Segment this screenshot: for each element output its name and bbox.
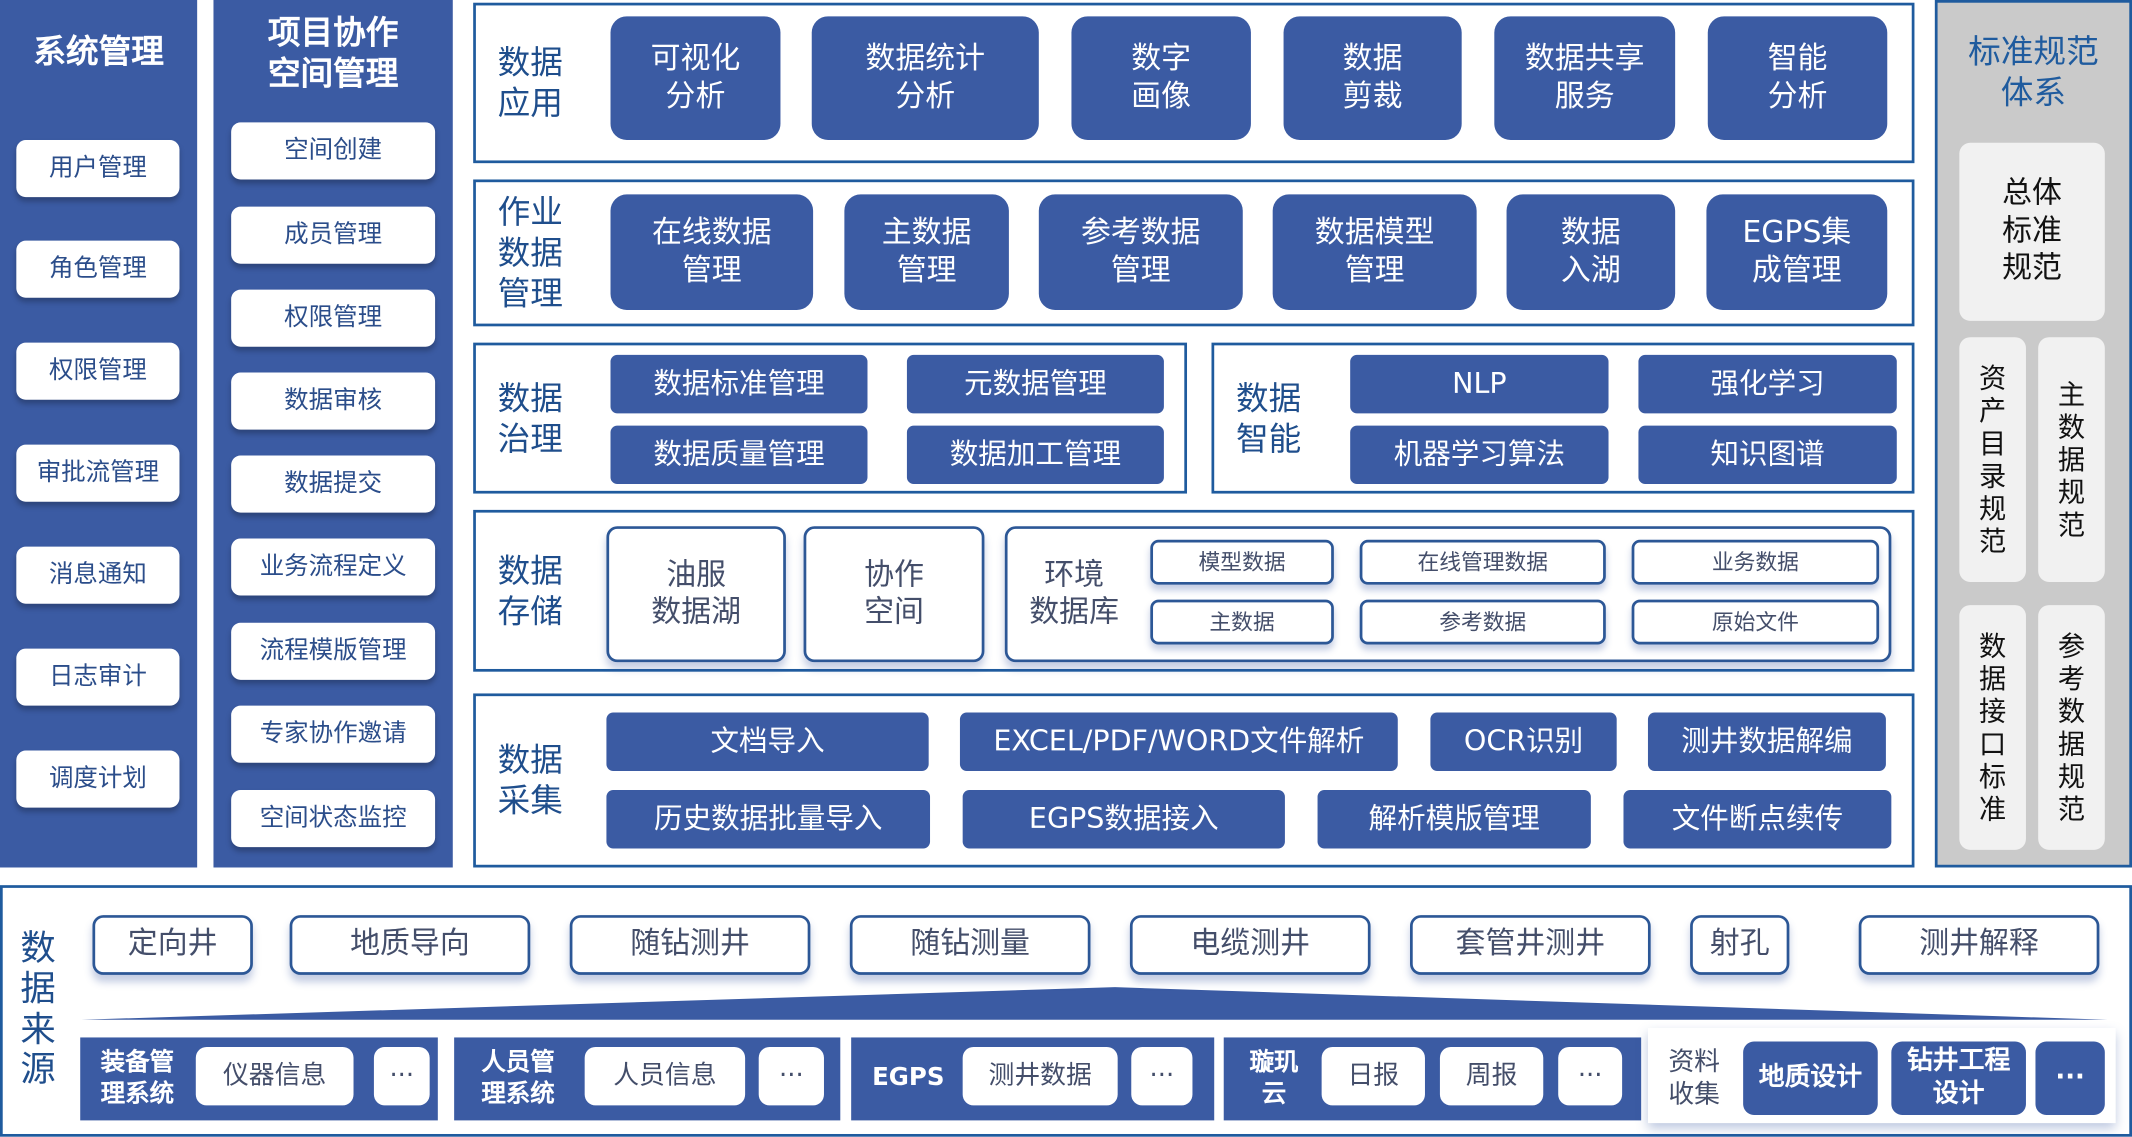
intelligence-button[interactable]: 知识图谱 — [1638, 425, 1897, 485]
standard-item[interactable]: 数 据 接 口 标 准 — [1959, 605, 2026, 850]
panel-title: 项目协作 空间管理 — [267, 13, 399, 93]
source-item[interactable]: 随钻测井 — [569, 915, 811, 975]
space-item[interactable]: 权限管理 — [231, 289, 436, 347]
source-group-label: 人员管 理系统 — [481, 1048, 555, 1108]
standard-item[interactable]: 参 考 数 据 规 范 — [2038, 605, 2105, 850]
intelligence-button[interactable]: 强化学习 — [1638, 354, 1897, 414]
standard-item[interactable]: 主 数 据 规 范 — [2038, 337, 2105, 582]
space-item[interactable]: 空间状态监控 — [231, 789, 436, 848]
source-group-item[interactable]: 测井数据 — [962, 1046, 1118, 1106]
job-data-button[interactable]: EGPS集 成管理 — [1706, 194, 1888, 311]
job-data-button[interactable]: 数据 入湖 — [1506, 194, 1676, 311]
data-app-button[interactable]: 数据统计 分析 — [811, 16, 1039, 141]
intelligence-button[interactable]: 机器学习算法 — [1350, 425, 1609, 485]
more-button[interactable]: ··· — [2035, 1041, 2105, 1115]
envdb-item[interactable]: 原始文件 — [1631, 599, 1880, 645]
overall-standard[interactable]: 总体 标准 规范 — [1959, 142, 2105, 321]
source-group-item[interactable]: 地质设计 — [1743, 1041, 1878, 1115]
environment-database-label: 环境 数据库 — [1029, 558, 1120, 630]
collaboration-space[interactable]: 协作 空间 — [803, 526, 985, 663]
job-data-button[interactable]: 主数据 管理 — [844, 194, 1009, 311]
data-app-button[interactable]: 智能 分析 — [1707, 16, 1888, 141]
space-item[interactable]: 空间创建 — [231, 122, 436, 180]
envdb-item[interactable]: 参考数据 — [1359, 599, 1606, 645]
space-item[interactable]: 业务流程定义 — [231, 538, 436, 596]
source-item[interactable]: 随钻测量 — [849, 915, 1091, 975]
collection-button[interactable]: EGPS数据接入 — [962, 789, 1285, 849]
collection-button[interactable]: 文件断点续传 — [1623, 789, 1892, 849]
section-label: 数据 采集 — [497, 741, 563, 820]
collection-button[interactable]: 解析模版管理 — [1317, 789, 1591, 849]
job-data-button[interactable]: 参考数据 管理 — [1038, 194, 1243, 311]
oil-service-data-lake[interactable]: 油服 数据湖 — [606, 526, 786, 663]
collection-button[interactable]: 文档导入 — [606, 712, 929, 771]
intelligence-button[interactable]: NLP — [1350, 354, 1609, 414]
wedge-shape — [81, 987, 2108, 1020]
standard-item[interactable]: 资 产 目 录 规 范 — [1959, 337, 2026, 582]
more-button[interactable]: ··· — [758, 1046, 824, 1106]
section-label: 数据 应用 — [497, 43, 563, 123]
more-button[interactable]: ··· — [1131, 1046, 1193, 1106]
envdb-item[interactable]: 业务数据 — [1631, 539, 1880, 585]
space-item[interactable]: 成员管理 — [231, 206, 436, 264]
space-item[interactable]: 流程模版管理 — [231, 622, 436, 680]
data-app-button[interactable]: 可视化 分析 — [610, 16, 781, 141]
collection-button[interactable]: 测井数据解编 — [1647, 712, 1886, 771]
data-app-button[interactable]: 数字 画像 — [1071, 16, 1251, 141]
section-label: 数据 智能 — [1235, 378, 1302, 458]
data-app-button[interactable]: 数据 剪裁 — [1283, 16, 1462, 141]
more-button[interactable]: ··· — [1558, 1046, 1623, 1106]
source-group-item[interactable]: 人员信息 — [584, 1046, 746, 1106]
job-data-button[interactable]: 在线数据 管理 — [610, 194, 814, 311]
collection-button[interactable]: OCR识别 — [1430, 712, 1617, 771]
sidebar-item[interactable]: 日志审计 — [16, 648, 180, 706]
source-item[interactable]: 射孔 — [1690, 915, 1790, 975]
source-item[interactable]: 定向井 — [92, 915, 253, 975]
collection-button[interactable]: 历史数据批量导入 — [606, 789, 931, 849]
source-group-label: 璇玑 云 — [1249, 1048, 1299, 1108]
panel-title: 标准规范 体系 — [1968, 32, 2099, 112]
source-group-label: 资料 收集 — [1668, 1046, 1721, 1109]
more-button[interactable]: ··· — [373, 1046, 430, 1106]
section-label: 数 据 来 源 — [20, 928, 56, 1092]
source-group-label: EGPS — [872, 1063, 945, 1093]
source-group-item[interactable]: 周报 — [1439, 1046, 1544, 1106]
governance-button[interactable]: 数据标准管理 — [610, 354, 868, 414]
data-app-button[interactable]: 数据共享 服务 — [1494, 16, 1676, 141]
space-item[interactable]: 专家协作邀请 — [231, 705, 436, 763]
source-group-item[interactable]: 钻井工程 设计 — [1891, 1041, 2026, 1115]
governance-button[interactable]: 元数据管理 — [906, 354, 1164, 414]
sidebar-item[interactable]: 角色管理 — [16, 240, 180, 298]
section-label: 作业 数据 管理 — [497, 193, 563, 313]
source-item[interactable]: 电缆测井 — [1129, 915, 1371, 975]
envdb-item[interactable]: 模型数据 — [1150, 539, 1334, 585]
governance-button[interactable]: 数据加工管理 — [906, 425, 1164, 485]
sidebar-item[interactable]: 审批流管理 — [16, 444, 180, 502]
sidebar-item[interactable]: 消息通知 — [16, 546, 180, 604]
source-item[interactable]: 套管井测井 — [1410, 915, 1651, 975]
sidebar-item[interactable]: 权限管理 — [16, 342, 180, 400]
envdb-item[interactable]: 在线管理数据 — [1359, 539, 1606, 585]
source-group-item[interactable]: 日报 — [1321, 1046, 1425, 1106]
source-group-item[interactable]: 仪器信息 — [195, 1046, 354, 1106]
section-label: 数据 存储 — [497, 551, 563, 631]
collection-button[interactable]: EXCEL/PDF/WORD文件解析 — [959, 712, 1398, 771]
governance-button[interactable]: 数据质量管理 — [610, 425, 868, 485]
section-label: 数据 治理 — [497, 378, 563, 458]
panel-title: 系统管理 — [33, 32, 164, 71]
envdb-item[interactable]: 主数据 — [1150, 599, 1334, 645]
source-item[interactable]: 测井解释 — [1858, 915, 2100, 975]
job-data-button[interactable]: 数据模型 管理 — [1272, 194, 1477, 311]
space-item[interactable]: 数据提交 — [231, 455, 436, 513]
sidebar-item[interactable]: 用户管理 — [16, 140, 180, 198]
source-item[interactable]: 地质导向 — [289, 915, 531, 975]
source-group-label: 装备管 理系统 — [100, 1048, 175, 1108]
sidebar-item[interactable]: 调度计划 — [16, 750, 180, 808]
space-item[interactable]: 数据审核 — [231, 372, 436, 430]
